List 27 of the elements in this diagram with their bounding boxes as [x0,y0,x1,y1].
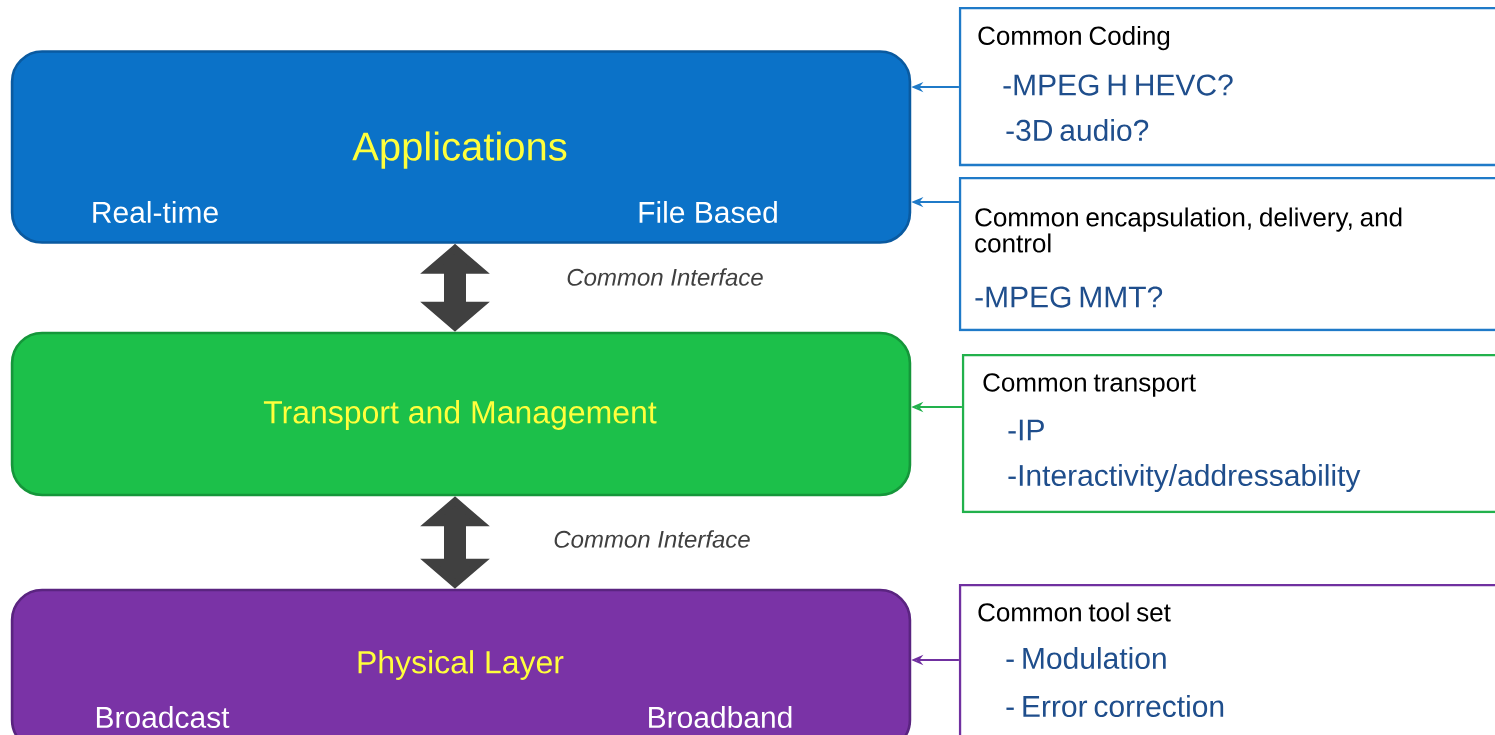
note-heading: Common Coding [978,25,1170,51]
note-item: - Error correction [1006,695,1224,718]
note-box [958,6,1495,167]
layer-subtitle: Broadcast [96,706,230,729]
note-heading: Common tool set [978,602,1171,622]
note-heading: Common transport [983,373,1196,397]
layer-subtitle: Real-time [93,201,218,224]
layer-title: Transport and Management [263,400,657,430]
note-box [958,176,1495,332]
note-heading: Common encapsulation, delivery, and control [975,207,1402,253]
layer-title: Applications [352,131,567,169]
note-item: -MPEG H HEVC? [1003,74,1233,96]
note-item: -3D audio? [1006,119,1149,142]
edge-label: Common Interface [551,528,753,550]
layer-subtitle: File Based [639,201,777,224]
note-item: -Interactivity/addressability [1008,464,1361,492]
note-item: -IP [1008,419,1044,441]
layer-box [10,588,912,735]
note-box [961,353,1495,514]
layer-title: Physical Layer [358,650,564,680]
layer-subtitle: Broadband [649,706,792,729]
edge-label: Common Interface [564,266,766,288]
layer-box [10,331,912,497]
layer-box [10,50,912,244]
note-box [958,583,1495,735]
note-item: -MPEG MMT? [975,286,1163,308]
note-item: - Modulation [1006,647,1166,670]
